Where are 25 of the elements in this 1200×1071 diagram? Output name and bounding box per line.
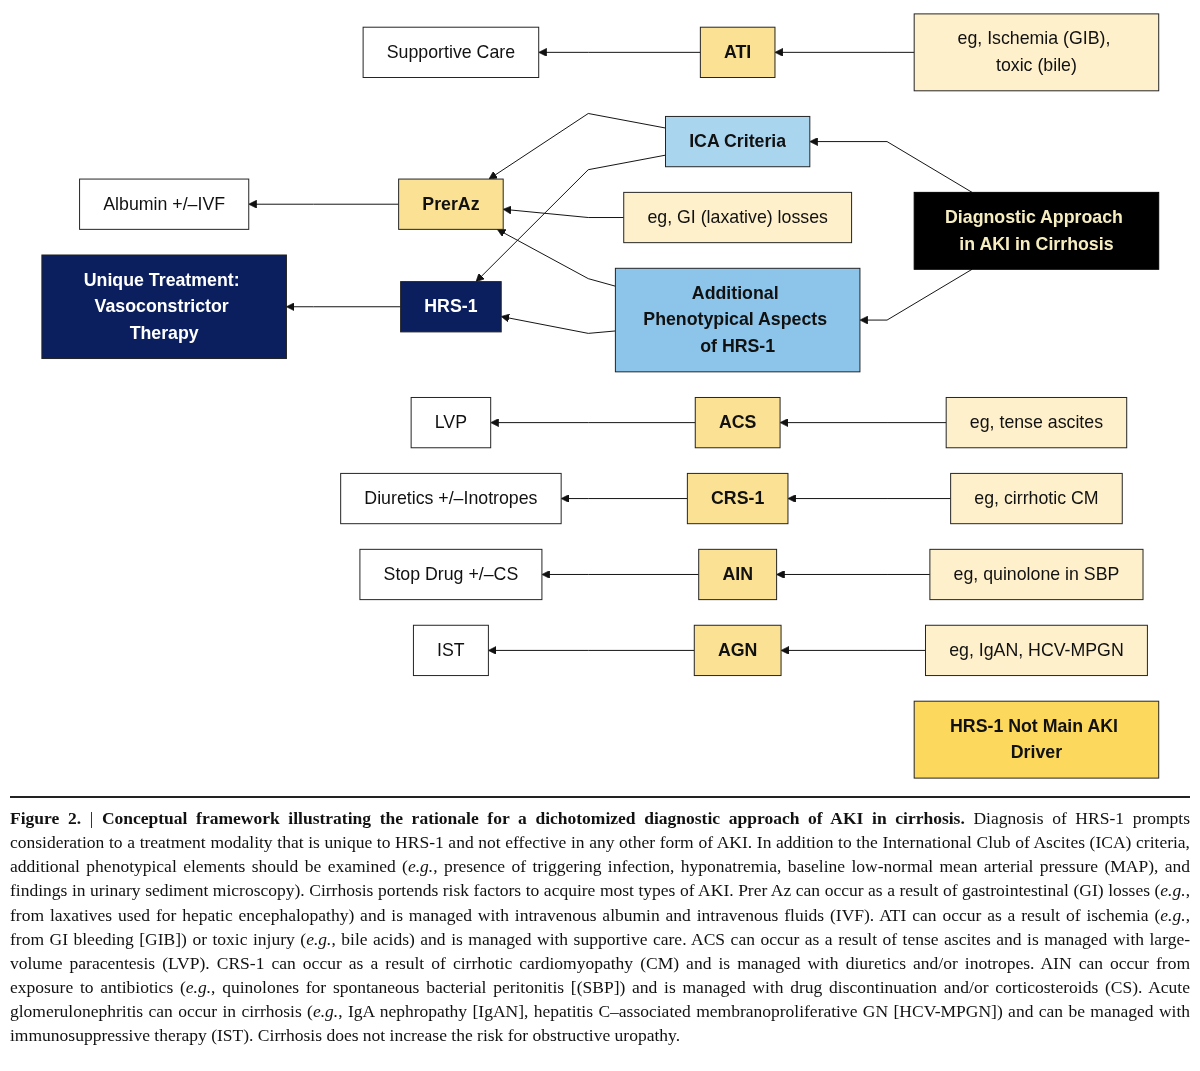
- node-box: AGN: [693, 624, 782, 677]
- node-box: ICA Criteria: [664, 115, 810, 168]
- node-box: Additional Phenotypical Aspects of HRS-1: [614, 267, 861, 373]
- node-box: eg, GI (laxative) losses: [622, 191, 852, 244]
- node-box: CRS-1: [686, 472, 789, 525]
- node-box: HRS-1: [399, 281, 502, 333]
- node-box: IST: [412, 624, 489, 677]
- node-box: eg, quinolone in SBP: [929, 548, 1144, 601]
- node-box: HRS-1 Not Main AKI Driver: [913, 700, 1159, 779]
- node-box: Diuretics +/–Inotropes: [339, 472, 562, 525]
- figure-caption: Figure 2. | Conceptual framework illustrating the rationale for a dichotomized diagnostic approach of AKI in cirrhosis. Diagnosis of HRS-1 prompts consideration to a treatment modality that is unique to HRS-1 and not effective in any other form of AKI. In addition to the International Club of Ascites (ICA) criteria, additional phenotypical elements should be examined (e.g., presence of triggering infection, hyponatremia, baseline low-normal mean arterial pressure (MAP), and findings in urinary sediment microscopy). Cirrhosis portends risk factors to acquire most types of AKI. Prer Az can occur as a result of gastrointestinal (GI) losses (e.g., from laxatives used for hepatic encephalopathy) and is managed with intravenous albumin and intravenous fluids (IVF). ATI can occur as a result of ischemia (e.g., from GI bleeding [GIB]) or toxic injury (e.g., bile acids) and is managed with supportive care. ACS can occur as a result of tense ascites and is managed with large-volume paracentesis (LVP). CRS-1 can occur as a result of cirrhotic cardiomyopathy (CM) and is managed with diuretics and/or inotropes. AIN can occur from exposure to antibiotics (e.g., quinolones for spontaneous bacterial peritonitis [(SBP]) and is managed with drug discontinuation and/or corticosteroids (CS). Acute glomerulonephritis can occur in cirrhosis (e.g., IgA nephropathy [IgAN], hepatitis C–associated membranoproliferative GN [HCV-MPGN]) and can be managed with immunosuppressive therapy (IST). Cirrhosis does not increase the risk for obstructive uropathy.: [10, 796, 1190, 1048]
- node-box: LVP: [410, 397, 491, 449]
- node-box: Supportive Care: [362, 26, 539, 78]
- node-box: eg, tense ascites: [945, 397, 1127, 449]
- node-box: Albumin +/–IVF: [78, 178, 249, 230]
- node-box: ATI: [699, 26, 776, 78]
- node-box: eg, IgAN, HCV-MPGN: [924, 624, 1148, 677]
- node-box: ACS: [694, 397, 781, 449]
- node-box: Diagnostic Approach in AKI in Cirrhosis: [913, 191, 1159, 270]
- node-box: eg, Ischemia (GIB), toxic (bile): [913, 13, 1159, 92]
- node-box: eg, cirrhotic CM: [949, 472, 1123, 525]
- node-box: AIN: [697, 548, 777, 601]
- node-box: Stop Drug +/–CS: [359, 548, 543, 601]
- node-box: Unique Treatment: Vasoconstrictor Therapy: [41, 254, 287, 360]
- node-box: PrerAz: [397, 178, 504, 230]
